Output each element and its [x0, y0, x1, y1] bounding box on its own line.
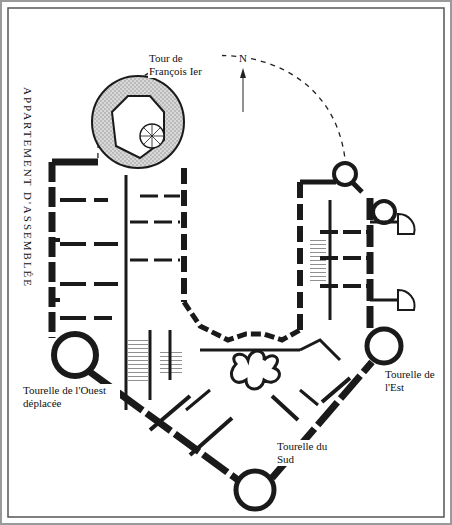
- small-turret: [334, 163, 356, 185]
- staircase: [310, 238, 326, 282]
- spiral-stair: [140, 124, 164, 148]
- small-turret: [373, 201, 395, 223]
- west-turret: [54, 334, 96, 376]
- staircase: [160, 350, 182, 374]
- inner-frame: [8, 8, 444, 517]
- stair-wall: [370, 222, 398, 300]
- walls: [52, 162, 372, 480]
- tower-room: [112, 96, 164, 158]
- tower-label: Tour de François Ier: [148, 52, 222, 78]
- stair-turret: [398, 290, 415, 310]
- stair-turret: [398, 214, 415, 234]
- turret-label: Tourelle de l'Est: [384, 368, 442, 394]
- east-turret: [367, 329, 401, 363]
- wing-label: APPARTEMENT D'ASSEMBLÉE: [21, 86, 34, 289]
- north-arrow-head: [240, 68, 246, 78]
- south-turret: [236, 471, 274, 509]
- round-tower: [92, 76, 184, 168]
- turret-label: Tourelle de l'Ouest déplacée: [22, 384, 120, 410]
- central-pavilion: [231, 351, 279, 389]
- turret-label: Tourelle du Sud: [276, 440, 338, 466]
- spiral-steps: [140, 124, 164, 148]
- north-label: N: [238, 52, 248, 65]
- staircase: [128, 340, 148, 384]
